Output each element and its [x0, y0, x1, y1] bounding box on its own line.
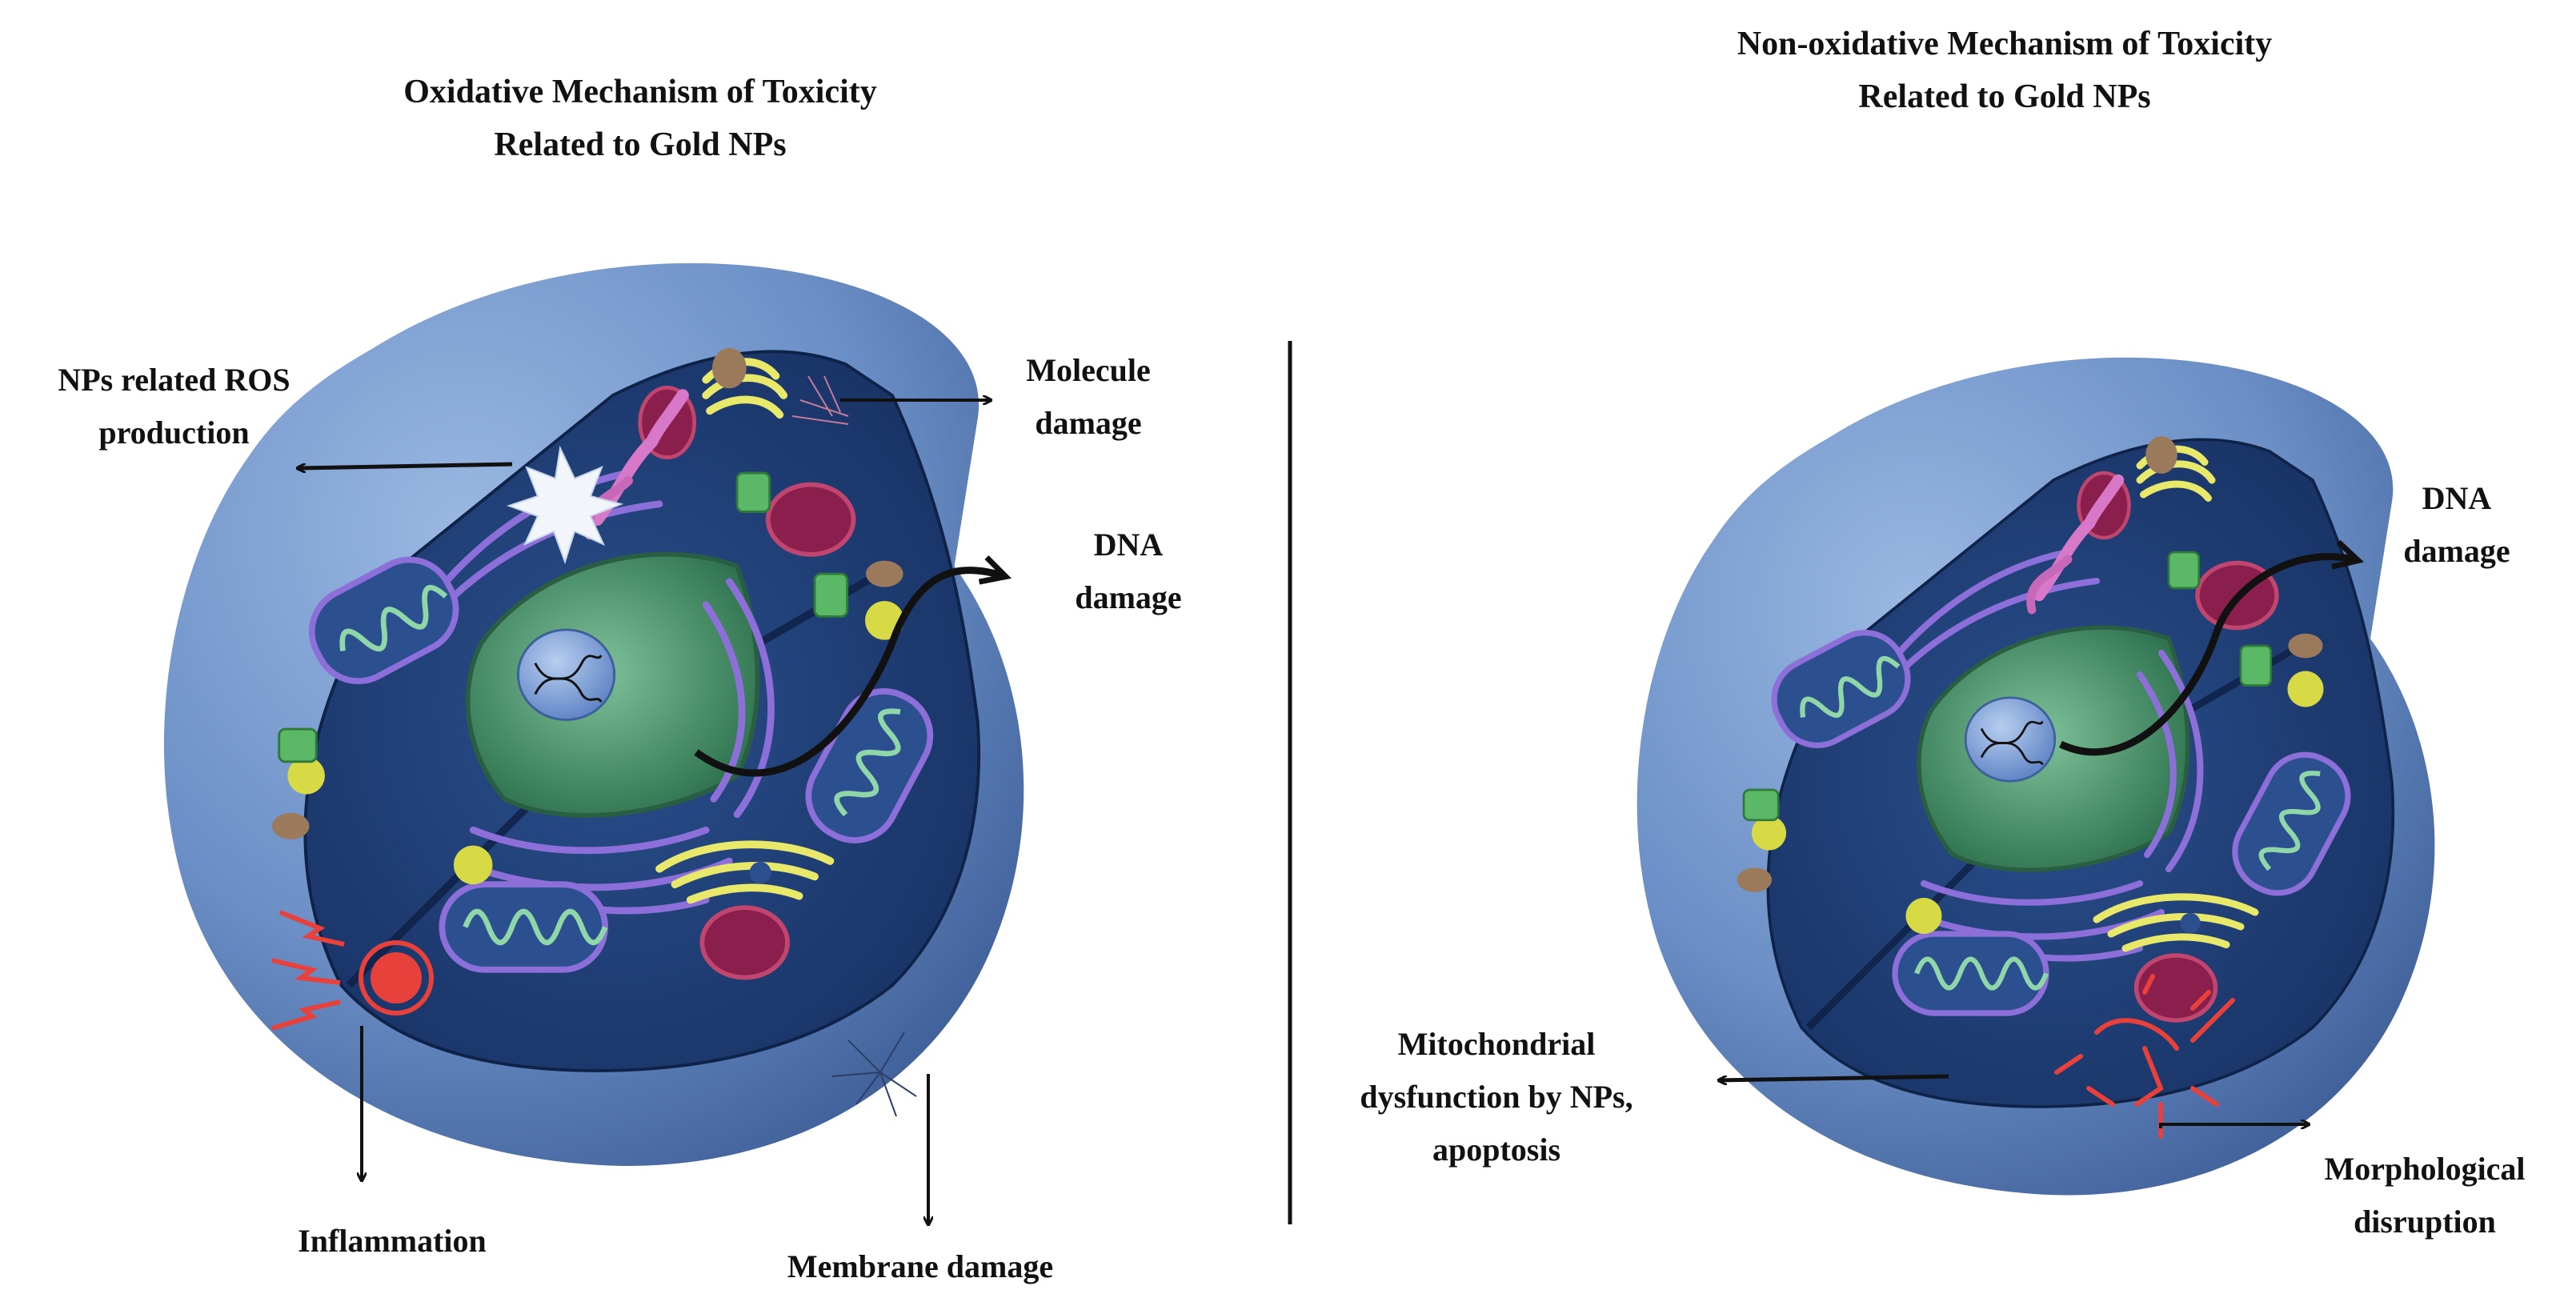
mito-arrow	[1719, 1074, 1949, 1080]
right-panel-title: Non-oxidative Mechanism of Toxicity Rela…	[1737, 26, 2273, 115]
dna-arrow-right	[2059, 539, 2365, 756]
left-panel-title: Oxidative Mechanism of Toxicity Related …	[403, 74, 877, 163]
inflammation-icon	[271, 910, 434, 1031]
ros-burst-icon	[506, 445, 624, 565]
label-dna-damage-left: DNA damage	[1075, 527, 1182, 615]
label-ros-production: NPs related ROS production	[58, 362, 290, 451]
ros-arrow	[298, 462, 513, 468]
dna-arrow	[694, 555, 1012, 777]
membrane-crack-icon	[831, 1032, 917, 1117]
morphological-disruption-icon	[2054, 974, 2235, 1139]
label-membrane-damage: Membrane damage	[787, 1248, 1054, 1284]
label-inflammation: Inflammation	[298, 1223, 487, 1259]
label-morphological-disruption: Morphological disruption	[2324, 1151, 2526, 1240]
molecule-damage-sparkle-icon	[791, 375, 849, 425]
label-molecule-damage: Molecule damage	[1026, 352, 1151, 441]
label-dna-damage-right: DNA damage	[2403, 480, 2510, 569]
morpho-arrow	[2159, 1124, 2309, 1128]
label-mito-dysfunction: Mitochondrial dysfunction by NPs, apopto…	[1360, 1026, 1633, 1168]
right-cell	[1637, 358, 2435, 1196]
